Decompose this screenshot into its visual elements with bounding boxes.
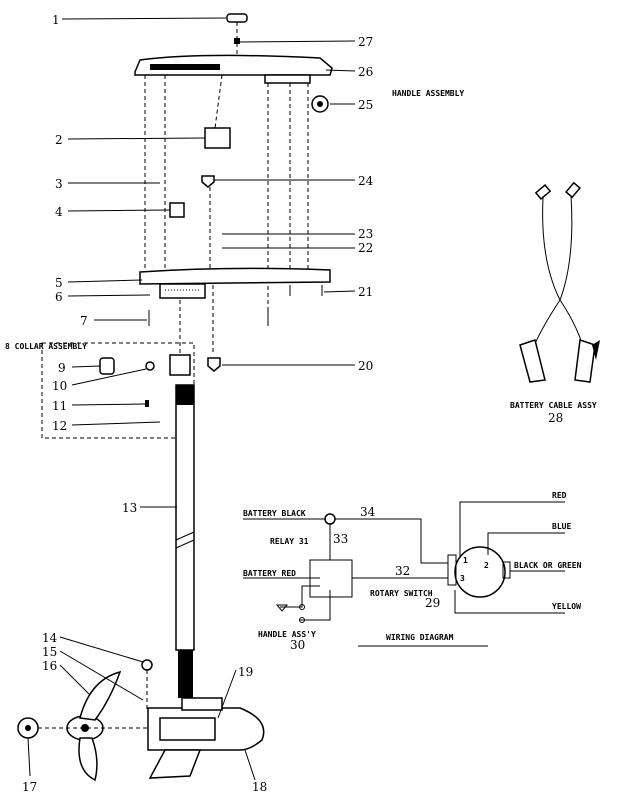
propeller-part-16: [66, 670, 122, 782]
battery-black-label: BATTERY BLACK: [243, 509, 306, 518]
callout-2: 2: [55, 133, 63, 147]
blue-wire-label: BLUE: [552, 522, 571, 531]
callout-4: 4: [55, 205, 63, 219]
yellow-wire-label: YELLOW: [552, 602, 581, 611]
callout-18: 18: [252, 780, 267, 794]
switch-terminal-2: 2: [484, 561, 489, 570]
battery-cable-label: BATTERY CABLE ASSY: [510, 401, 597, 410]
black-or-green-wire-label: BLACK OR GREEN: [514, 561, 582, 570]
callout-12: 12: [52, 419, 67, 433]
callout-3: 3: [55, 177, 63, 191]
callout-1: 1: [52, 13, 60, 27]
switch-part-25: [311, 95, 329, 113]
wiring-diagram: [243, 501, 565, 647]
switch-terminal-3: 3: [460, 574, 465, 583]
callout-19: 19: [238, 665, 253, 679]
callout-23: 23: [358, 227, 373, 241]
callout-6: 6: [55, 290, 63, 304]
callout-14: 14: [42, 631, 58, 645]
callout-13: 13: [122, 501, 137, 515]
wire-33-label: 33: [333, 532, 348, 546]
callout-27: 27: [358, 35, 373, 49]
callout-16: 16: [42, 659, 57, 673]
handle-assy-number: 30: [290, 638, 305, 652]
handle-assy-label: HANDLE ASS'Y: [258, 630, 316, 639]
red-wire-label: RED: [552, 491, 567, 500]
screw-part-27: [234, 22, 240, 55]
cap-part-20: [207, 357, 221, 372]
rotary-switch-label: ROTARY SWITCH: [370, 589, 433, 598]
lower-housing: [139, 267, 331, 299]
callout-20: 20: [358, 359, 373, 373]
motor-part-18: [147, 697, 265, 779]
bracket-part-4: [169, 202, 185, 218]
callout-15: 15: [42, 645, 57, 659]
washer-part-14: [141, 659, 153, 671]
rotary-switch-number: 29: [425, 596, 440, 610]
callout-10: 10: [52, 379, 67, 393]
battery-cable-number: 28: [548, 411, 563, 425]
collar-assembly-label: 8 COLLAR ASSEMBLY: [5, 342, 87, 351]
shaft-part-13: [175, 384, 195, 698]
prop-nut-part-17: [17, 717, 39, 739]
wire-34-label: 34: [360, 505, 376, 519]
callout-9: 9: [58, 361, 66, 375]
callout-5: 5: [55, 276, 63, 290]
knob-part-1: [226, 13, 248, 23]
battery-cable-assy: [519, 181, 600, 383]
relay-part-2: [204, 74, 231, 149]
callout-11: 11: [52, 399, 67, 413]
wiring-diagram-title: WIRING DIAGRAM: [386, 633, 454, 642]
callout-17: 17: [22, 780, 37, 794]
callout-26: 26: [358, 65, 373, 79]
battery-red-label: BATTERY RED: [243, 569, 296, 578]
handle-assembly-label: HANDLE ASSEMBLY: [392, 89, 464, 98]
callout-21: 21: [358, 285, 373, 299]
wire-32-label: 32: [395, 564, 410, 578]
callout-leaders: [27, 17, 356, 781]
handle-cover: [134, 54, 333, 84]
callout-25: 25: [358, 98, 373, 112]
relay-label: RELAY 31: [270, 537, 309, 546]
switch-terminal-1: 1: [463, 556, 468, 565]
callout-22: 22: [358, 241, 373, 255]
callout-7: 7: [80, 314, 88, 328]
nut-part-24: [201, 175, 215, 188]
callout-24: 24: [358, 174, 374, 188]
